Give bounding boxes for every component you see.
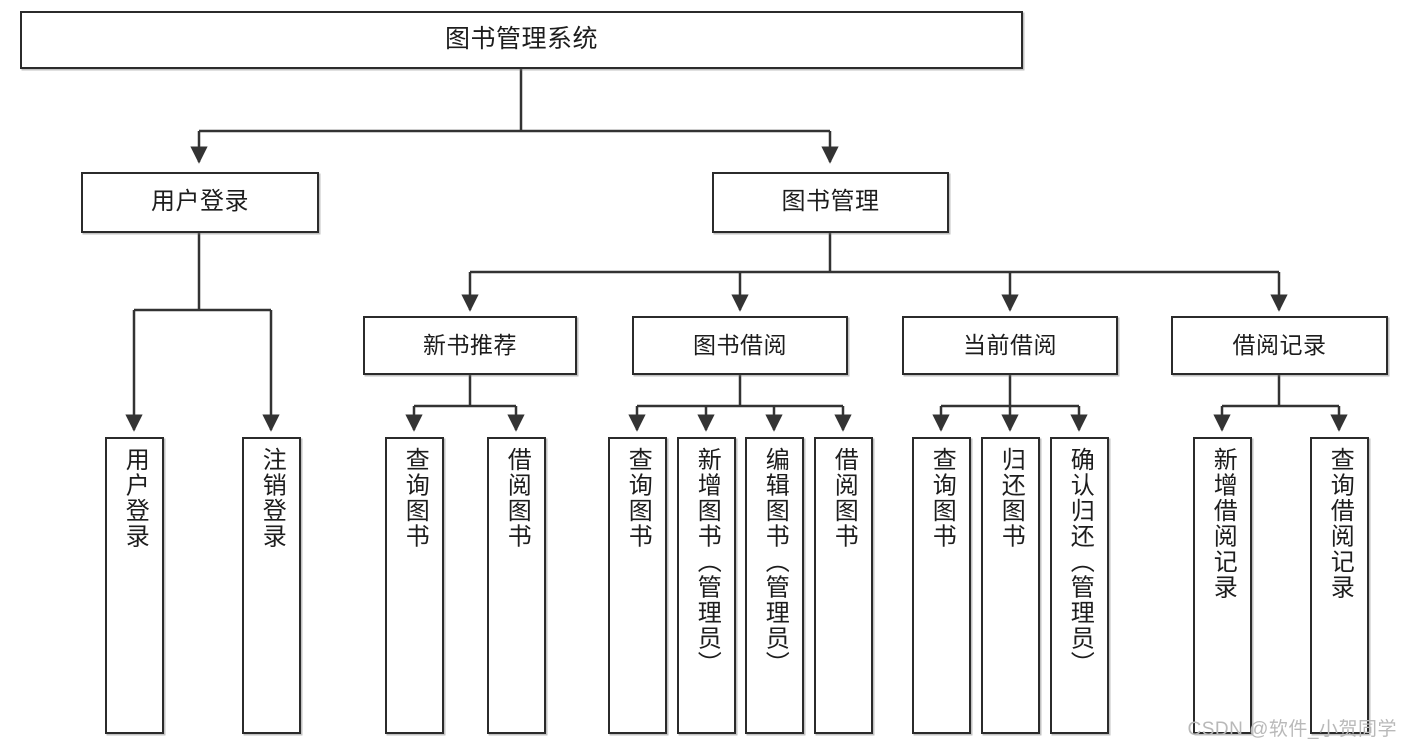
node-label: 借阅图书 [503, 447, 531, 549]
node-current-borrow[interactable]: 当前借阅 [902, 316, 1118, 375]
node-borrow-records[interactable]: 借阅记录 [1171, 316, 1388, 375]
node-label: 图书管理 [781, 188, 880, 216]
node-label: 图书管理系统 [444, 25, 598, 54]
node-user-login[interactable]: 用户登录 [81, 172, 319, 233]
node-label: 新增图书（管理员） [693, 447, 721, 677]
node-label: 查询图书 [624, 447, 652, 549]
node-new-book-recommend[interactable]: 新书推荐 [363, 316, 577, 375]
node-label: 当前借阅 [963, 331, 1057, 358]
node-label: 用户登录 [121, 447, 149, 549]
node-label: 注销登录 [258, 447, 286, 549]
node-label: 用户登录 [151, 188, 249, 216]
leaf-query-books-recommend[interactable]: 查询图书 [385, 437, 444, 734]
node-label: 新增借阅记录 [1209, 447, 1237, 600]
node-label: 借阅记录 [1232, 331, 1327, 358]
node-label: 编辑图书（管理员） [761, 447, 789, 677]
leaf-borrow-books-recommend[interactable]: 借阅图书 [487, 437, 546, 734]
node-book-management[interactable]: 图书管理 [712, 172, 949, 233]
leaf-edit-book-admin[interactable]: 编辑图书（管理员） [745, 437, 804, 734]
leaf-add-book-admin[interactable]: 新增图书（管理员） [677, 437, 736, 734]
node-label: 查询图书 [928, 447, 956, 549]
leaf-return-books[interactable]: 归还图书 [981, 437, 1040, 734]
node-book-borrow[interactable]: 图书借阅 [632, 316, 848, 375]
leaf-query-books-borrow[interactable]: 查询图书 [608, 437, 667, 734]
node-label: 查询图书 [401, 447, 429, 549]
leaf-confirm-return-admin[interactable]: 确认归还（管理员） [1050, 437, 1109, 734]
leaf-query-borrow-record[interactable]: 查询借阅记录 [1310, 437, 1369, 734]
node-label: 归还图书 [997, 447, 1025, 549]
leaf-query-books-current[interactable]: 查询图书 [912, 437, 971, 734]
node-label: 图书借阅 [693, 331, 787, 358]
node-label: 新书推荐 [423, 331, 517, 358]
node-label: 确认归还（管理员） [1066, 447, 1094, 677]
leaf-logout[interactable]: 注销登录 [242, 437, 301, 734]
csdn-watermark: CSDN @软件_小贺同学 [1187, 719, 1397, 740]
node-label: 借阅图书 [830, 447, 858, 549]
leaf-borrow-books-borrow[interactable]: 借阅图书 [814, 437, 873, 734]
leaf-user-login[interactable]: 用户登录 [105, 437, 164, 734]
node-label: 查询借阅记录 [1326, 447, 1354, 600]
leaf-add-borrow-record[interactable]: 新增借阅记录 [1193, 437, 1252, 734]
node-root-system[interactable]: 图书管理系统 [20, 11, 1023, 69]
